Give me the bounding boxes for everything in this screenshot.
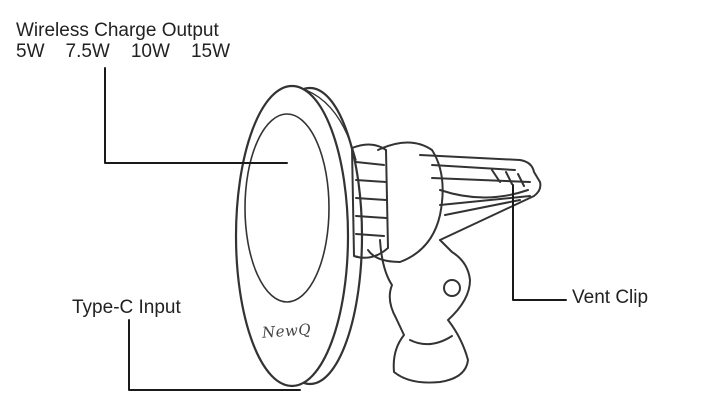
output-value-10w: 10W (130, 41, 170, 62)
wireless-output-title: Wireless Charge Output (16, 20, 219, 41)
wireless-output-leader-line (104, 67, 288, 164)
wireless-output-values: 5W 7.5W 10W 15W (16, 41, 230, 63)
output-value-7-5w: 7.5W (65, 41, 110, 62)
type-c-leader-line (128, 319, 301, 391)
vent-clip-label: Vent Clip (572, 287, 649, 308)
vent-clip-leader-line (512, 184, 567, 301)
ball-joint (351, 141, 444, 263)
type-c-label: Type-C Input (72, 297, 181, 318)
output-value-5w: 5W (16, 41, 45, 62)
brand-logo: NewQ (261, 320, 312, 342)
vent-clip-assembly (379, 154, 542, 384)
charger-disc (234, 84, 364, 388)
output-value-15w: 15W (190, 41, 231, 62)
